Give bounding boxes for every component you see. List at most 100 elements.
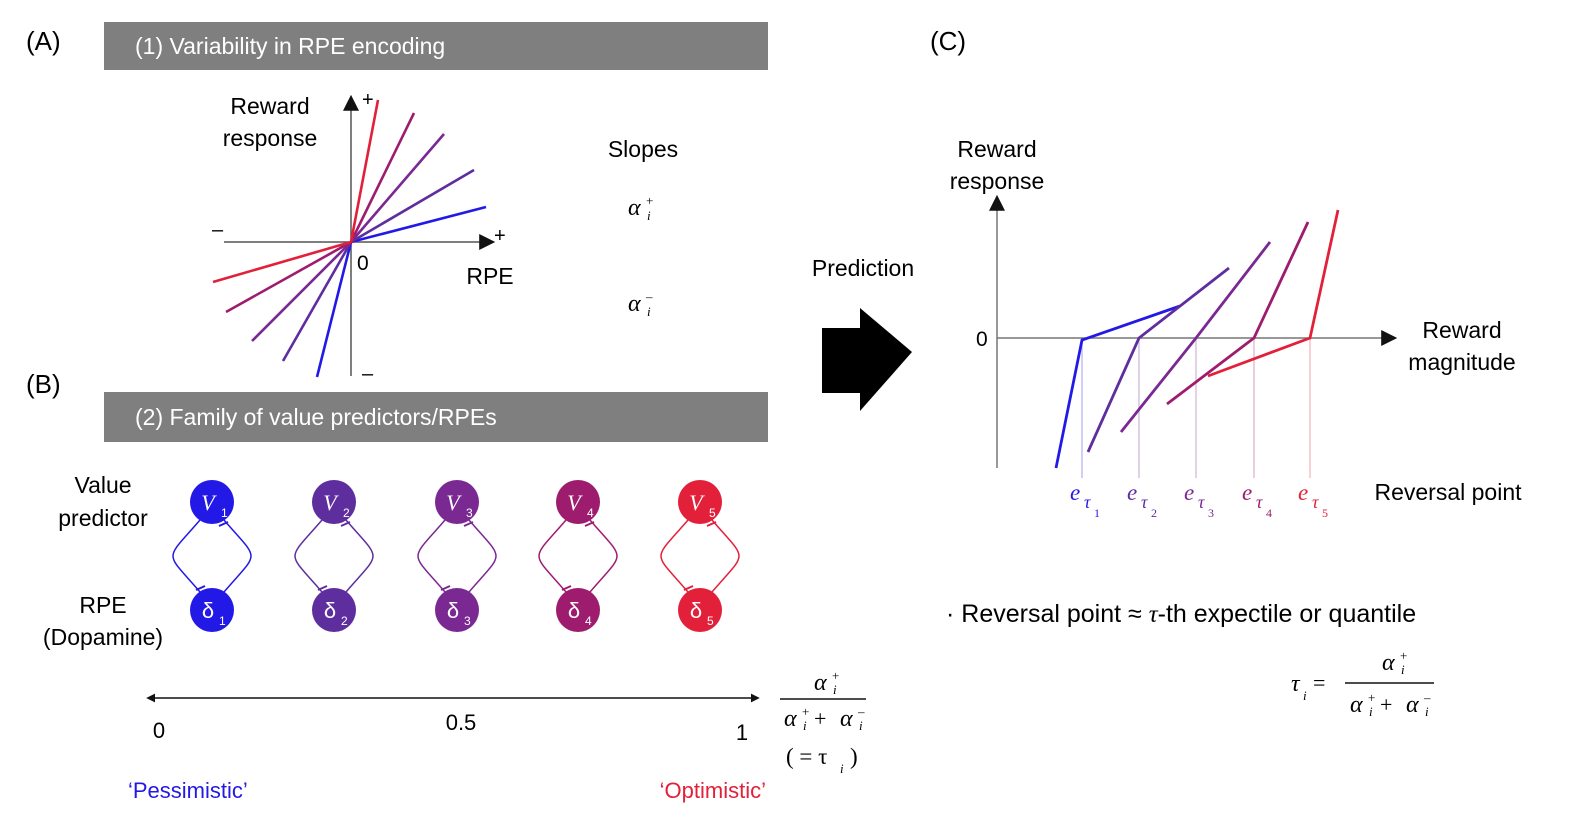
row-label-rpe-2: (Dopamine) <box>43 624 163 650</box>
reversal-note: · Reversal point ≈ τ-th expectile or qua… <box>946 600 1416 628</box>
reversal-tau-2: τ <box>1141 492 1148 512</box>
slope-line-pos-1 <box>350 205 487 244</box>
reversal-e-5: e <box>1298 480 1308 505</box>
slope-line-neg-2 <box>281 241 353 362</box>
tau-def-tau: τ <box>1291 671 1301 697</box>
value-predictor-sub-2: 2 <box>343 506 350 520</box>
tau-def-den-alpha2: α <box>1406 692 1419 718</box>
alpha-minus-symbol: α – i <box>628 289 653 319</box>
value-predictor-sub-4: 4 <box>587 506 594 520</box>
value-predictor-node-5 <box>678 480 722 524</box>
rpe-sub-2: 2 <box>341 614 348 628</box>
panel-a-y-label-1: Reward <box>230 93 309 119</box>
synapse-tick-top-1 <box>218 521 229 527</box>
synapse-tick-bottom-5 <box>683 585 694 591</box>
tau-def-den-sup1: + <box>1368 690 1375 705</box>
alpha-plus-sup: + <box>646 193 653 208</box>
value-predictor-label-2: V <box>323 490 339 515</box>
panel-c-x-label-2: magnitude <box>1408 349 1515 375</box>
synapse-tick-top-4 <box>584 521 595 527</box>
rpe-node-2 <box>312 588 356 632</box>
reversal-e-3: e <box>1184 480 1194 505</box>
rpe-node-5 <box>678 588 722 632</box>
tau-definition: τ i = α + i α + i + α – i <box>1291 648 1434 719</box>
tau-def-num-alpha: α <box>1382 650 1395 676</box>
rpe-label-5: δ <box>690 598 702 623</box>
panel-a-letter: (A) <box>26 26 61 56</box>
ratio-den-sub2: i <box>859 718 863 733</box>
panel-c: (C) Reward response 0 Reward magnitude e… <box>930 26 1522 719</box>
reversal-tau-1: τ <box>1084 492 1091 512</box>
value-predictor-node-4 <box>556 480 600 524</box>
value-predictor-label-1: V <box>201 490 217 515</box>
unit-link-right-3 <box>468 519 497 593</box>
value-predictor-sub-1: 1 <box>221 506 228 520</box>
unit-link-left-3 <box>417 519 446 593</box>
tau-def-den-sub2: i <box>1425 704 1429 719</box>
row-label-rpe-1: RPE <box>79 592 126 618</box>
rpe-label-4: δ <box>568 598 580 623</box>
rpe-node-4 <box>556 588 600 632</box>
ratio-num-sup: + <box>832 668 839 683</box>
synapse-tick-bottom-3 <box>440 585 451 591</box>
unit-link-left-2 <box>294 519 323 593</box>
synapse-tick-top-2 <box>340 521 351 527</box>
alpha-minus-letter: α <box>628 291 641 317</box>
synapse-tick-bottom-1 <box>195 585 206 591</box>
tau-def-den-alpha1: α <box>1350 692 1363 718</box>
response-curve-4 <box>1166 221 1310 406</box>
reversal-point-label: Reversal point <box>1374 479 1522 505</box>
value-predictor-sub-3: 3 <box>466 506 473 520</box>
alpha-plus-sub: i <box>647 208 651 223</box>
synapse-tick-bottom-2 <box>317 585 328 591</box>
panel-c-letter: (C) <box>930 26 966 56</box>
reversal-e-2: e <box>1127 480 1137 505</box>
reversal-sub-4: 4 <box>1266 506 1272 520</box>
response-curve-2 <box>1086 266 1230 453</box>
reversal-guides <box>1081 338 1311 478</box>
tau-def-den-sub1: i <box>1369 704 1373 719</box>
ratio-fraction: α + i α + i + α – i ( = τ i ) <box>780 668 866 776</box>
rpe-node-3 <box>435 588 479 632</box>
slope-line-pos-5 <box>349 99 380 243</box>
value-predictor-node-1 <box>190 480 234 524</box>
ratio-den-sup1: + <box>802 704 809 719</box>
reversal-note-tau: τ <box>1149 601 1159 628</box>
value-predictor-label-3: V <box>446 490 462 515</box>
pessimistic-label: ‘Pessimistic’ <box>128 778 248 803</box>
rpe-sub-4: 4 <box>585 614 592 628</box>
panel-a-x-plus: + <box>494 225 506 247</box>
tau-tick-1: 1 <box>736 720 748 745</box>
panel-a-x-minus: – <box>212 219 224 241</box>
slope-line-pos-3 <box>350 133 445 243</box>
ratio-den-sup2: – <box>857 704 865 719</box>
unit-link-left-5 <box>660 519 689 593</box>
response-curve-3 <box>1119 241 1272 433</box>
tau-def-sub: i <box>1303 688 1307 703</box>
reversal-note-text: · Reversal point ≈ τ-th expectile or qua… <box>946 600 1416 628</box>
panel-b-banner-text: (2) Family of value predictors/RPEs <box>135 404 497 430</box>
alpha-minus-sup: – <box>645 289 653 304</box>
prediction-label: Prediction <box>812 255 914 281</box>
rpe-sub-3: 3 <box>464 614 471 628</box>
reversal-note-suffix: -th expectile or quantile <box>1158 600 1416 628</box>
slopes-title: Slopes <box>608 136 678 162</box>
panel-b: (B) (2) Family of value predictors/RPEs … <box>26 369 866 803</box>
reversal-tau-4: τ <box>1256 492 1263 512</box>
panel-c-y-label-1: Reward <box>957 136 1036 162</box>
rpe-node-1 <box>190 588 234 632</box>
value-predictor-sub-5: 5 <box>709 506 716 520</box>
value-predictor-label-4: V <box>567 490 583 515</box>
panel-c-zero: 0 <box>976 328 988 351</box>
alpha-plus-letter: α <box>628 195 641 221</box>
tau-def-den-plus: + <box>1380 692 1392 717</box>
ratio-num-alpha: α <box>814 670 827 696</box>
response-curves <box>1054 209 1340 469</box>
reversal-e-4: e <box>1242 480 1252 505</box>
